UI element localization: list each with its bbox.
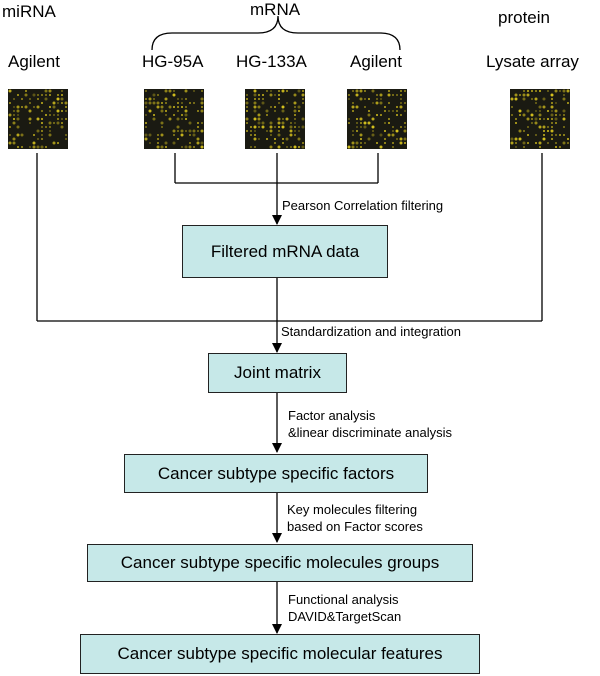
mirna-header: miRNA xyxy=(2,2,56,21)
key-molecules-step-label: Key molecules filtering based on Factor … xyxy=(287,502,423,534)
lysate-array-image xyxy=(510,89,570,149)
factor-analysis-step-label: Factor analysis &linear discriminate ana… xyxy=(288,408,453,440)
mrna-brace xyxy=(151,15,401,51)
mirna-agilent-label: Agilent xyxy=(8,52,60,71)
protein-header: protein xyxy=(498,8,550,27)
subtype-factors-box: Cancer subtype specific factors xyxy=(124,454,428,493)
hg95a-array-image xyxy=(144,89,204,149)
molecular-features-box: Cancer subtype specific molecular featur… xyxy=(80,634,480,674)
functional-analysis-step-label: Functional analysis DAVID&TargetScan xyxy=(288,592,402,624)
mrna-agilent-array-image xyxy=(347,89,407,149)
hg133a-array-image xyxy=(245,89,305,149)
pearson-step-label: Pearson Correlation filtering xyxy=(282,198,444,213)
mrna-header: mRNA xyxy=(250,0,301,19)
joint-matrix-box: Joint matrix xyxy=(208,353,347,393)
mirna-array-image xyxy=(8,89,68,149)
standardization-step-label: Standardization and integration xyxy=(281,324,461,339)
lysate-array-label: Lysate array xyxy=(486,52,579,71)
filtered-mrna-box: Filtered mRNA data xyxy=(182,225,388,278)
hg133a-label: HG-133A xyxy=(236,52,307,71)
molecule-groups-box: Cancer subtype specific molecules groups xyxy=(87,544,473,582)
hg95a-label: HG-95A xyxy=(142,52,204,71)
mrna-agilent-label: Agilent xyxy=(350,52,402,71)
